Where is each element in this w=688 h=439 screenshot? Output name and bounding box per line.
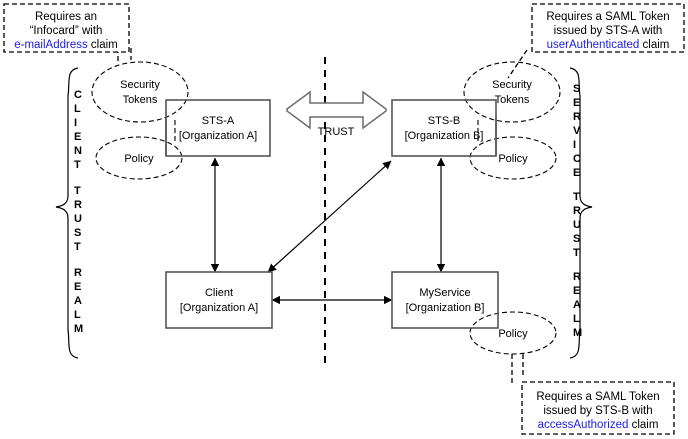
realm-letter: E (74, 281, 81, 293)
sts-a-security-tokens-label: Security Tokens (120, 79, 160, 106)
realm-letter: A (573, 299, 581, 311)
callout-tl-line2: “Infocard” with (30, 25, 103, 37)
client-realm-label: C L I E N T T R U S T R E A L M (74, 89, 83, 335)
sts-b-security-tokens-label: Security Tokens (492, 79, 532, 106)
realm-letter: V (573, 125, 581, 137)
callout-tr-claim: userAuthenticated (547, 39, 640, 51)
trust-label: TRUST (318, 126, 355, 138)
myservice-title: MyService (419, 287, 470, 299)
client-realm-brace (55, 67, 79, 359)
callout-tl-line3: e-mailAddress claim (14, 39, 118, 51)
realm-letter: U (573, 219, 581, 231)
client-label: Client [Organization A] (180, 287, 258, 314)
callout-tl-suffix: claim (88, 39, 118, 51)
realm-letter: M (573, 327, 582, 339)
sts-a-org: [Organization A] (179, 130, 257, 142)
realm-letter: R (573, 111, 581, 123)
realm-letter: I (573, 139, 576, 151)
client-box (165, 271, 273, 329)
myservice-policy-ellipse (469, 311, 557, 355)
realm-letter: S (573, 233, 580, 245)
sts-b-policy-label: Policy (498, 153, 528, 165)
sts-a-security-tokens-ellipse (91, 61, 189, 123)
callout-br-line3: accessAuthorized claim (538, 419, 659, 431)
sts-a-box (165, 99, 271, 157)
realm-letter: S (573, 83, 580, 95)
realm-letter: I (74, 117, 77, 129)
sts-b-tokens-line1: Security (492, 79, 532, 91)
myservice-org: [Organization B] (406, 302, 485, 314)
callout-br-line1: Requires a SAML Token (536, 391, 659, 403)
callout-tr-line1: Requires a SAML Token (546, 11, 669, 23)
callout-box-top-left (3, 3, 130, 53)
realm-letter: E (74, 131, 81, 143)
client-title: Client (205, 287, 233, 299)
realm-letter: R (74, 267, 82, 279)
service-realm-brace (569, 67, 593, 359)
sts-a-policy-ellipse (95, 136, 183, 180)
service-realm-label: S E R V I C E T R U S T R E A L M (573, 83, 582, 339)
realm-letter: R (573, 205, 581, 217)
arrow-client-sts-b (267, 160, 392, 273)
callout-top-right-text: Requires a SAML Token issued by STS-A wi… (546, 11, 669, 51)
realm-letter: T (573, 191, 580, 203)
callout-br-line2: issued by STS-B with (543, 405, 652, 417)
sts-a-title: STS-A (202, 115, 235, 127)
realm-letter: M (74, 323, 83, 335)
sts-b-box (391, 99, 497, 157)
realm-letter: C (573, 153, 581, 165)
realm-letter: T (74, 185, 81, 197)
callout-box-bottom-right (521, 381, 675, 435)
callout-top-left-text: Requires an “Infocard” with e-mailAddres… (14, 11, 118, 51)
realm-letter: C (74, 89, 82, 101)
realm-letter: L (74, 309, 81, 321)
sts-b-org: [Organization B] (405, 130, 484, 142)
callout-br-claim: accessAuthorized (538, 419, 629, 431)
callout-tr-suffix: claim (639, 39, 669, 51)
callout-br-suffix: claim (628, 419, 658, 431)
realm-letter: A (74, 295, 82, 307)
callout-tr-line3: userAuthenticated claim (547, 39, 670, 51)
realm-letter: E (573, 97, 580, 109)
realm-letter: L (74, 103, 81, 115)
callout-tl-line1: Requires an (35, 11, 97, 23)
sts-b-security-tokens-ellipse (463, 61, 561, 123)
myservice-box (391, 271, 499, 329)
sts-a-tokens-line1: Security (120, 79, 160, 91)
myservice-policy-label: Policy (498, 328, 528, 340)
myservice-label: MyService [Organization B] (406, 287, 485, 314)
realm-letter: T (74, 241, 81, 253)
realm-letter: N (74, 145, 82, 157)
realm-letter: E (573, 285, 580, 297)
sts-a-label: STS-A [Organization A] (179, 115, 257, 142)
sts-b-title: STS-B (428, 115, 460, 127)
realm-letter: S (74, 227, 81, 239)
sts-b-label: STS-B [Organization B] (405, 115, 484, 142)
sts-b-policy-ellipse (469, 136, 557, 180)
sts-a-tokens-line2: Tokens (123, 94, 158, 106)
callout-box-top-right (531, 3, 685, 53)
realm-letter: L (573, 313, 580, 325)
realm-letter: U (74, 213, 82, 225)
realm-letter: T (74, 159, 81, 171)
callout-bottom-right-text: Requires a SAML Token issued by STS-B wi… (536, 391, 659, 431)
callout-tail-top-right (507, 49, 528, 79)
realm-letter: R (573, 271, 581, 283)
realm-letter: R (74, 199, 82, 211)
realm-letter: E (573, 167, 580, 179)
sts-a-policy-label: Policy (124, 153, 154, 165)
client-org: [Organization A] (180, 302, 258, 314)
trust-block-arrow (286, 90, 387, 130)
callout-tl-claim: e-mailAddress (14, 39, 88, 51)
realm-letter: T (573, 247, 580, 259)
callout-tr-line2: issued by STS-A with (554, 25, 663, 37)
sts-b-tokens-line2: Tokens (495, 94, 530, 106)
